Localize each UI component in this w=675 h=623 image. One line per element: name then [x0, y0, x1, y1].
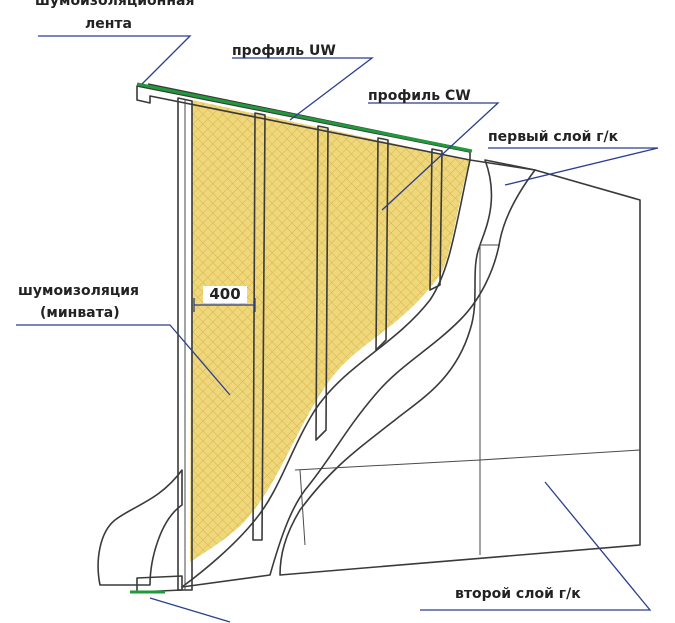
cw-studs — [177, 97, 443, 591]
label-insulation-line1: шумоизоляция — [18, 283, 139, 299]
cw-stud-4 — [375, 137, 389, 351]
uw-top-profile — [136, 82, 473, 161]
label-tape-line2: лента — [85, 16, 132, 32]
label-profile-cw: профиль CW — [368, 88, 471, 104]
first-layer-board — [181, 159, 536, 588]
label-insulation-line2: (минвата) — [40, 305, 120, 321]
label-first-layer: первый слой г/к — [488, 129, 619, 145]
label-tape-line1: шумоизоляционная — [35, 0, 194, 9]
dimension-label: 400 — [209, 285, 240, 303]
insulation-fill — [190, 100, 470, 562]
labels: шумоизоляционная лента профиль UW профил… — [18, 0, 619, 602]
cw-stud-5 — [429, 148, 443, 291]
cw-stud-1 — [177, 97, 193, 591]
cw-stud-2 — [252, 112, 266, 541]
uw-bottom-profile — [130, 575, 183, 594]
leader-lines — [16, 35, 659, 623]
second-layer-board — [279, 159, 641, 576]
cw-stud-3 — [315, 125, 329, 441]
label-second-layer: второй слой г/к — [455, 586, 581, 602]
dimension-400: 400 — [193, 285, 256, 312]
label-profile-uw: профиль UW — [232, 43, 336, 59]
insulation-cut-edge — [97, 469, 183, 586]
soundproof-tape-top — [136, 82, 473, 153]
